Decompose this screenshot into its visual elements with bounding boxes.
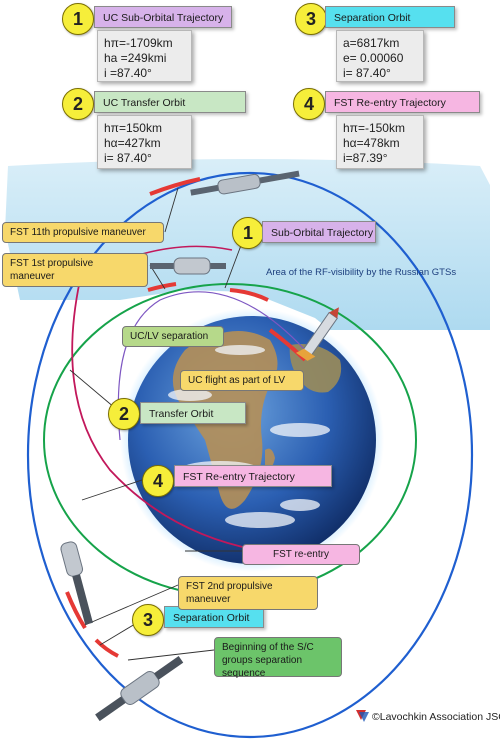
sub-orbital-path [117,291,306,441]
fst-1st-maneuver-callout: FST 1st propulsive maneuver [2,253,148,287]
param-line: hα=427km [104,136,161,150]
legend-title-uc-sub-orbital: UC Sub-Orbital Trajectory [94,6,232,28]
satellite-mid-icon [150,257,226,275]
legend-params-uc-sub-orbital: hπ=-1709km ha =249kmi i =87.40° [97,30,192,82]
uc-flight-lv-callout: UC flight as part of LV [180,370,304,391]
propulsive-maneuver-segments [65,177,307,658]
param-line: i =87.40° [104,66,152,80]
fst-2nd-maneuver-callout: FST 2nd propulsive maneuver [178,576,318,610]
legend-title-fst-reentry: FST Re-entry Trajectory [325,91,480,113]
legend-number-3: 3 [295,3,327,35]
fst-reentry-trajectory-tag: FST Re-entry Trajectory [174,465,332,487]
rf-visibility-label: Area of the RF-visibility by the Russian… [266,267,457,278]
param-line: hα=478km [343,136,400,150]
param-line: hπ=150km [104,121,162,135]
legend-number-2: 2 [62,88,94,120]
param-line: hπ=-150km [343,121,405,135]
uc-lv-separation-callout: UC/LV separation [122,326,224,347]
copyright-text: ©Lavochkin Association JSC [372,711,500,723]
diagram-number-2: 2 [108,398,140,430]
param-line: hπ=-1709km [104,36,173,50]
legend-number-4: 4 [293,88,325,120]
param-line: e= 0.00060 [343,51,404,65]
param-line: ha =249kmi [104,51,167,65]
param-line: a=6817km [343,36,400,50]
satellite-top-icon [190,170,300,196]
sub-orbital-trajectory-tag: Sub-Orbital Trajectory [262,221,376,243]
diagram-number-4: 4 [142,465,174,497]
legend-number-1: 1 [62,3,94,35]
satellite-bottom-icon [95,656,184,722]
separation-sequence-callout: Beginning of the S/C groups separation s… [214,637,342,679]
param-line: i= 87.40° [343,66,391,80]
legend-title-uc-transfer: UC Transfer Orbit [94,91,246,113]
param-line: i=87.39° [343,151,388,165]
fst-reentry-callout: FST re-entry [242,544,360,565]
separation-orbit-path [26,171,474,739]
param-line: i= 87.40° [104,151,152,165]
transfer-orbit-tag: Transfer Orbit [140,402,246,424]
diagram-number-3: 3 [132,604,164,636]
legend-params-uc-transfer: hπ=150km hα=427km i= 87.40° [97,115,192,169]
reentry-trajectory-path [71,279,263,552]
lavochkin-logo-icon [356,710,369,722]
fst-11th-maneuver-callout: FST 11th propulsive maneuver [2,222,164,243]
legend-params-separation-orbit: a=6817km e= 0.00060 i= 87.40° [336,30,424,82]
diagram-number-1: 1 [232,217,264,249]
legend-title-separation-orbit: Separation Orbit [325,6,455,28]
launch-vehicle-icon [296,307,339,361]
satellite-lower-icon [60,541,93,625]
legend-params-fst-reentry: hπ=-150km hα=478km i=87.39° [336,115,424,169]
